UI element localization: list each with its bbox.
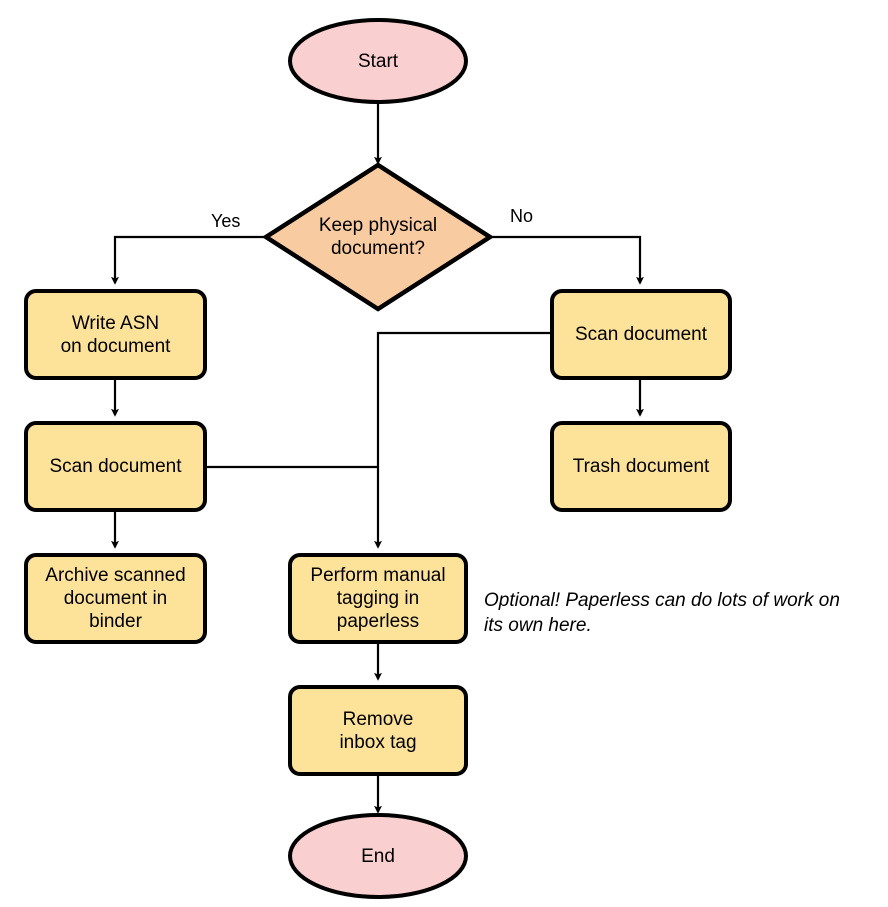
edge-decision-no-to-scan-right <box>490 235 644 285</box>
node-scan-document-right[interactable] <box>550 289 732 380</box>
edge-decision-yes-to-write-asn <box>111 235 266 285</box>
node-remove-inbox-tag[interactable] <box>288 685 468 776</box>
edge-label-yes: Yes <box>211 211 241 231</box>
edge-label-no: No <box>510 206 534 226</box>
edge-scan-right-to-tagging <box>374 331 552 549</box>
node-trash-document[interactable] <box>550 421 732 512</box>
node-keep-physical-document[interactable] <box>261 162 495 312</box>
node-scan-document-left[interactable] <box>24 421 207 512</box>
node-write-asn[interactable] <box>24 289 207 380</box>
annotation-optional-note: Optional! Paperless can do lots of work … <box>484 590 840 636</box>
node-archive-scanned-document[interactable] <box>24 553 207 644</box>
node-perform-manual-tagging[interactable] <box>288 553 468 644</box>
node-start[interactable] <box>288 18 468 104</box>
node-end[interactable] <box>288 813 468 899</box>
